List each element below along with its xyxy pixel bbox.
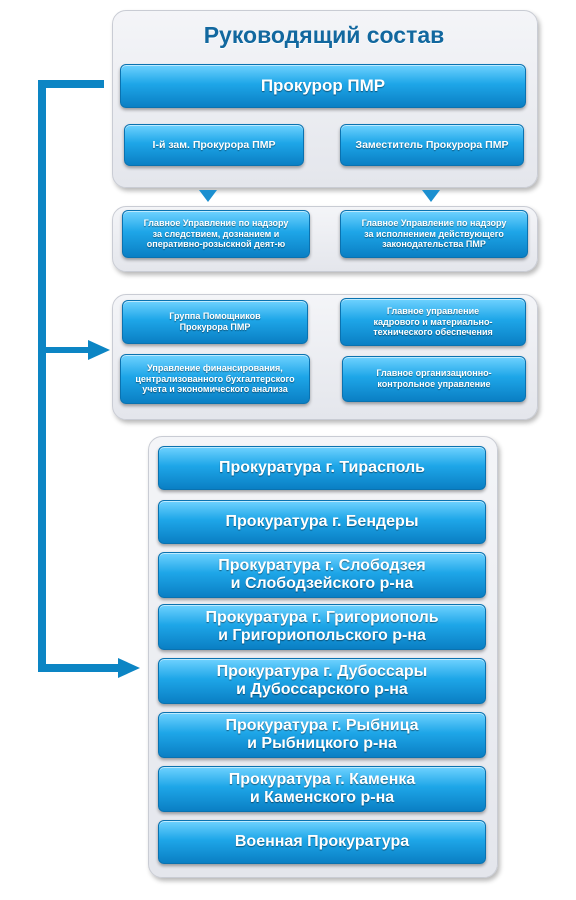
deputy-box[interactable]: Заместитель Прокурора ПМР xyxy=(340,124,524,166)
local-office-box[interactable]: Прокуратура г. Тирасполь xyxy=(158,446,486,490)
local-office-box[interactable]: Прокуратура г. Григориополь и Григориопо… xyxy=(158,604,486,650)
connector-to-support xyxy=(38,347,100,353)
law-enforcement-oversight-box[interactable]: Главное Управление по надзору за исполне… xyxy=(340,210,528,258)
local-office-box[interactable]: Прокуратура г. Бендеры xyxy=(158,500,486,544)
first-deputy-box[interactable]: I-й зам. Прокурора ПМР xyxy=(124,124,304,166)
investigation-oversight-box[interactable]: Главное Управление по надзору за следств… xyxy=(122,210,310,258)
connector-vertical xyxy=(38,80,46,672)
assistants-group-box[interactable]: Группа Помощников Прокурора ПМР xyxy=(122,300,308,344)
leadership-title: Руководящий состав xyxy=(203,22,445,48)
local-office-box[interactable]: Прокуратура г. Слободзея и Слободзейског… xyxy=(158,552,486,598)
local-office-box[interactable]: Военная Прокуратура xyxy=(158,820,486,864)
finance-department-box[interactable]: Управление финансирования, централизован… xyxy=(120,354,310,404)
arrow-to-support-icon xyxy=(88,340,110,360)
local-office-box[interactable]: Прокуратура г. Дубоссары и Дубоссарского… xyxy=(158,658,486,704)
connector-top-horizontal xyxy=(38,80,104,88)
local-office-box[interactable]: Прокуратура г. Каменка и Каменского р-на xyxy=(158,766,486,812)
arrow-down-left-icon xyxy=(199,190,217,202)
org-control-department-box[interactable]: Главное организационно- контрольное упра… xyxy=(342,356,526,402)
arrow-down-right-icon xyxy=(422,190,440,202)
local-office-box[interactable]: Прокуратура г. Рыбница и Рыбницкого р-на xyxy=(158,712,486,758)
arrow-to-local-icon xyxy=(118,658,140,678)
prosecutor-box[interactable]: Прокурор ПМР xyxy=(120,64,526,108)
connector-to-local xyxy=(38,664,130,672)
personnel-department-box[interactable]: Главное управление кадрового и материаль… xyxy=(340,298,526,346)
